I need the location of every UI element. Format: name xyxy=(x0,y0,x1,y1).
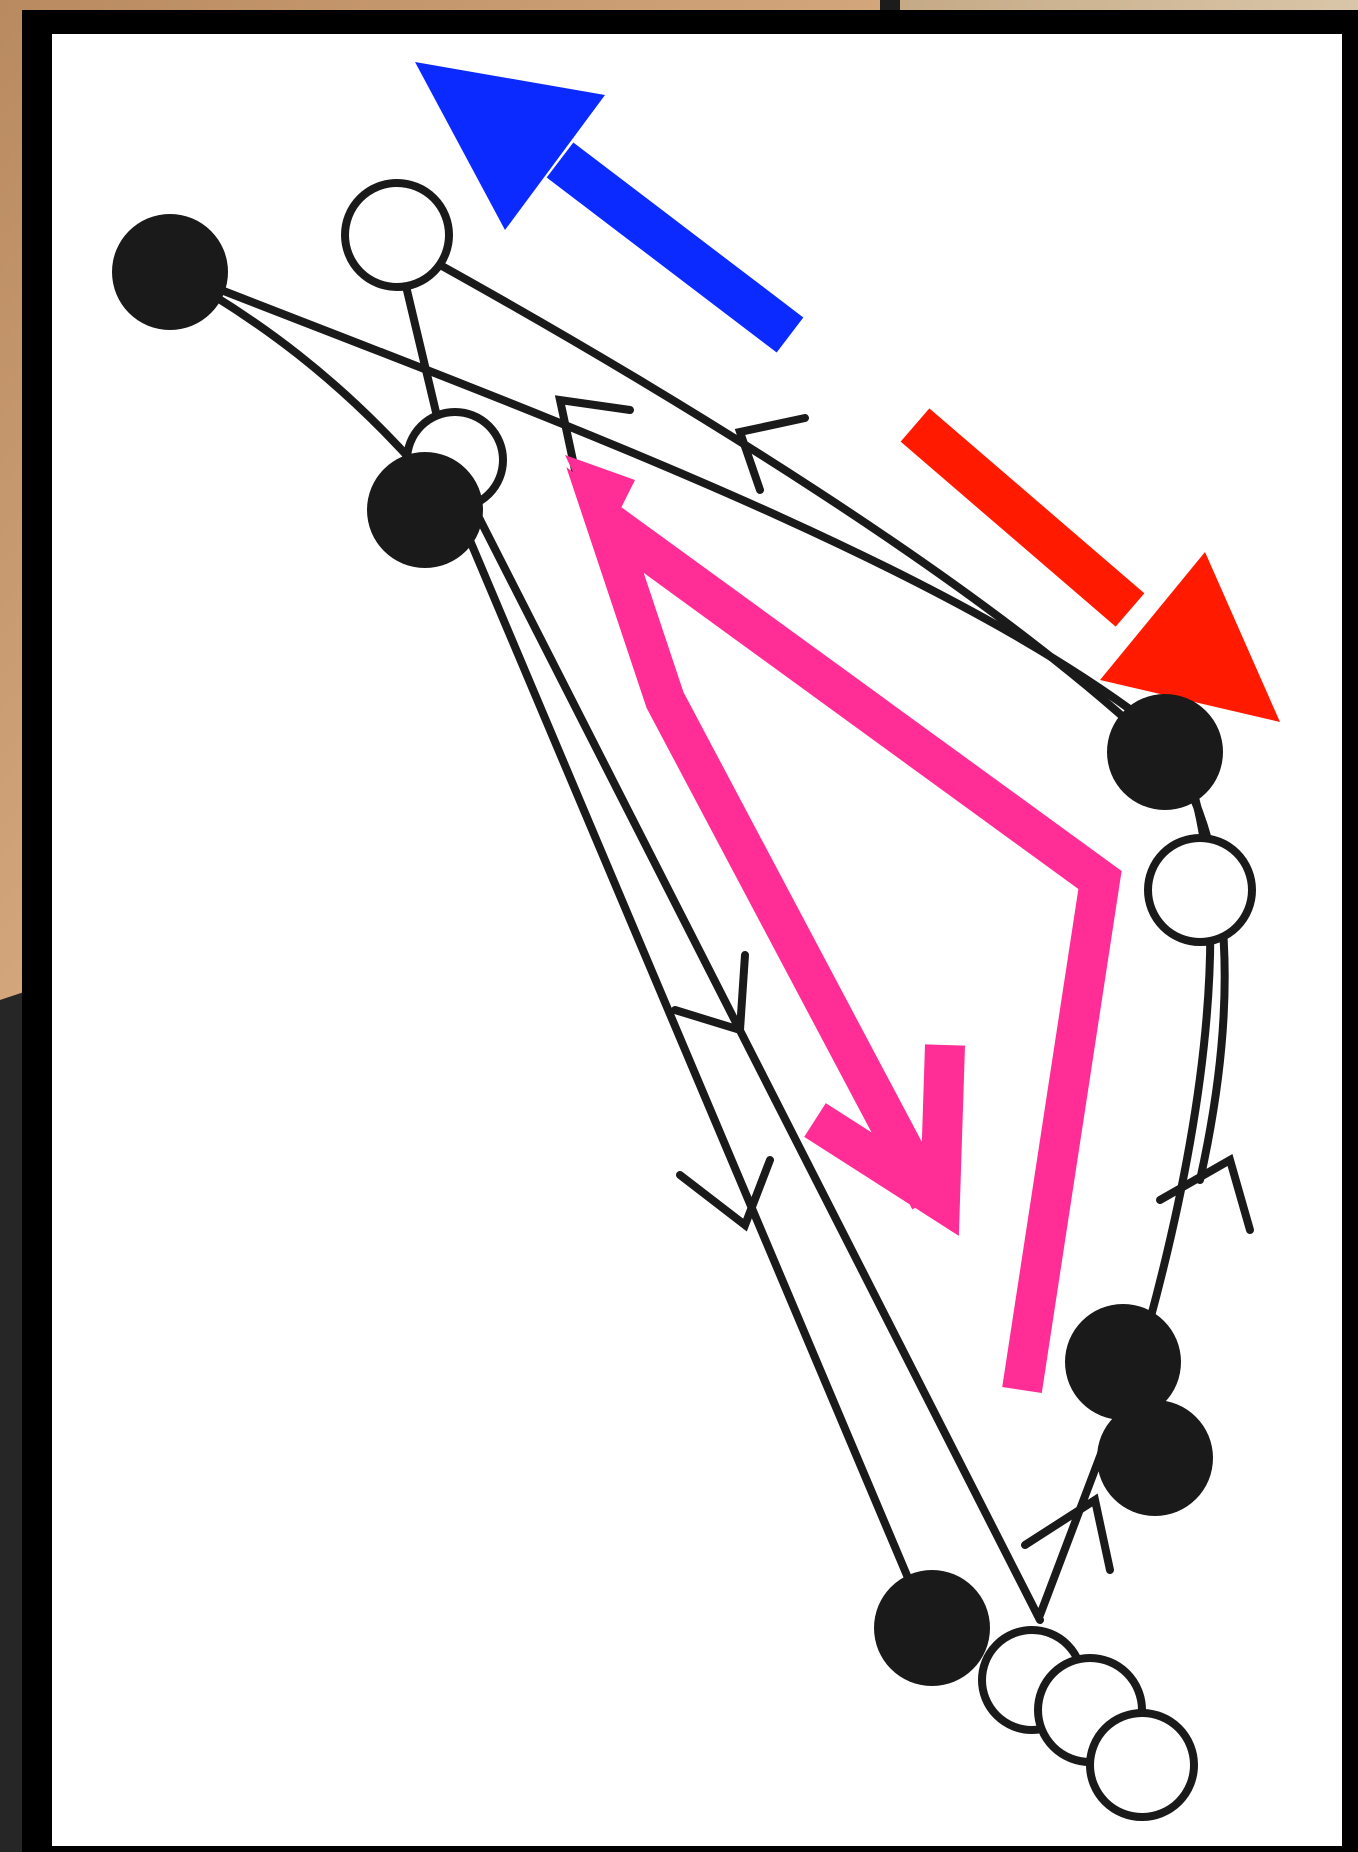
open-node xyxy=(1090,1713,1194,1817)
open-node xyxy=(345,183,449,287)
filled-node xyxy=(874,1570,990,1686)
open-node xyxy=(1148,838,1252,942)
filled-node xyxy=(367,452,483,568)
filled-node xyxy=(112,214,228,330)
filled-node xyxy=(1097,1400,1213,1516)
filled-node xyxy=(1107,694,1223,810)
